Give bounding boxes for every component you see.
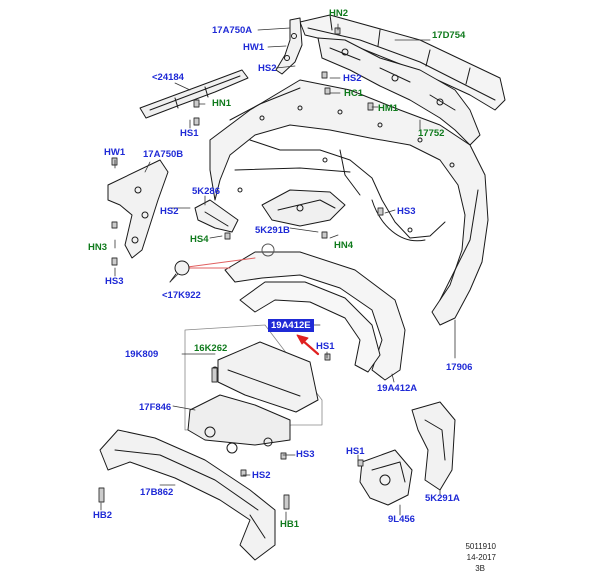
- label-hs3-bottom: HS3: [296, 449, 315, 460]
- side-bracket: [107, 159, 169, 259]
- reflector-strip: [139, 69, 249, 119]
- diagram-code: 5011910: [465, 542, 496, 551]
- label-16k262: 16K262: [194, 343, 228, 354]
- label-hs4: HS4: [190, 234, 209, 245]
- label-hc1: HC1: [344, 88, 364, 99]
- label-hb1: HB1: [280, 519, 300, 530]
- label-hn3: HN3: [88, 242, 108, 253]
- label-17a750b: 17A750B: [143, 149, 184, 160]
- label-hn2: HN2: [329, 8, 349, 19]
- label-hm1: HM1: [378, 103, 399, 114]
- clip-plate: [194, 199, 239, 233]
- label-9l456: 9L456: [388, 514, 415, 525]
- label-hs2-top: HS2: [258, 63, 277, 74]
- trim-panel-outer: [224, 251, 406, 381]
- label-hb2: HB2: [93, 510, 113, 521]
- trim-panel-inner: [239, 281, 381, 373]
- label-19a412a: 19A412A: [377, 383, 418, 394]
- label-5k291b: 5K291B: [255, 225, 290, 236]
- indicator-arrow: [296, 334, 320, 356]
- fixings: [98, 27, 384, 510]
- label-17752: 17752: [418, 128, 445, 139]
- label-19k809: 19K809: [125, 349, 159, 360]
- label-hs2-left: HS2: [160, 206, 179, 217]
- label-5k286: 5K286: [192, 186, 220, 197]
- label-17d754: 17D754: [432, 30, 466, 41]
- label-17b862: 17B862: [140, 487, 174, 498]
- label-hs2-mid: HS2: [343, 73, 362, 84]
- label-5k291a: 5K291A: [425, 493, 460, 504]
- lower-right-bracket: [411, 401, 456, 491]
- label-24184: <24184: [152, 72, 184, 83]
- label-hw1-left: HW1: [104, 147, 126, 158]
- label-19a412e: 19A412E: [268, 319, 314, 332]
- label-17k922: <17K922: [162, 290, 201, 301]
- label-17a750a: 17A750A: [212, 25, 253, 36]
- inner-bracket: [261, 189, 346, 227]
- diagram-sheet: 3B: [475, 564, 485, 573]
- label-hs1-mid: HS1: [316, 341, 335, 352]
- upper-bracket: [275, 17, 303, 75]
- leader-lines: [100, 23, 456, 521]
- label-hn1: HN1: [212, 98, 232, 109]
- label-hn4: HN4: [334, 240, 354, 251]
- label-17f846: 17F846: [139, 402, 172, 413]
- label-hs1-bottom: HS1: [346, 446, 365, 457]
- callout-box: [184, 324, 323, 431]
- bumper-cover: [209, 79, 489, 326]
- label-hs2-bottom: HS2: [252, 470, 271, 481]
- lamp-housing: [359, 449, 413, 506]
- label-hs3-right: HS3: [397, 206, 416, 217]
- label-hs3-left: HS3: [105, 276, 124, 287]
- label-hs1-top: HS1: [180, 128, 199, 139]
- label-17906: 17906: [446, 362, 473, 373]
- bumper-beam: [99, 429, 276, 561]
- diagram-date: 14-2017: [466, 553, 496, 562]
- label-hw1-top: HW1: [243, 42, 265, 53]
- lower-absorber: [187, 394, 291, 454]
